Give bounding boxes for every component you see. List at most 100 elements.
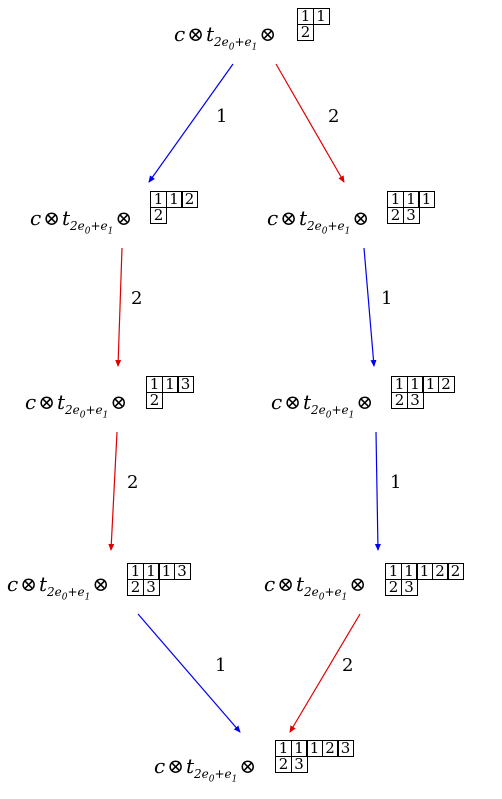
symbol-c: c <box>267 206 279 230</box>
tableau-cell: 3 <box>142 578 160 596</box>
node-label-top: c⊗t2e0+e1⊗ <box>174 24 278 52</box>
symbol-c: c <box>25 390 37 414</box>
tableau-cell: 1 <box>161 376 179 393</box>
node-label-r2: c⊗t2e0+e1⊗ <box>271 392 375 420</box>
subscript-weight: 2e0+e1 <box>307 219 351 237</box>
tableau-cell: 3 <box>337 740 354 757</box>
tableau-cell: 1 <box>391 376 408 393</box>
edge-label-top-r1: 2 <box>328 106 340 127</box>
edge-l3-bottom <box>137 613 241 733</box>
tableau-cell: 2 <box>150 206 167 224</box>
edge-label-l3-bottom: 1 <box>215 655 227 676</box>
edge-top-r1 <box>275 63 345 183</box>
tensor-symbol: ⊗ <box>20 572 37 596</box>
tensor-symbol: ⊗ <box>259 22 277 46</box>
tableau-cell: 3 <box>173 563 191 580</box>
edge-top-l1 <box>148 63 234 183</box>
symbol-t: t <box>61 206 71 230</box>
tableau-cell: 1 <box>406 376 424 393</box>
tensor-symbol: ⊗ <box>187 22 204 46</box>
node-label-r1: c⊗t2e0+e1⊗ <box>267 208 371 236</box>
edge-label-r2-r3: 1 <box>390 472 402 493</box>
tableau-cell: 1 <box>385 563 402 580</box>
subscript-weight: 2e0+e1 <box>311 403 355 421</box>
tableau-cell: 1 <box>158 563 175 580</box>
symbol-c: c <box>264 572 276 596</box>
symbol-c: c <box>7 572 19 596</box>
edge-r3-bottom <box>289 613 361 733</box>
tableau-cell: 2 <box>437 376 455 393</box>
symbol-t: t <box>295 572 305 596</box>
symbol-c: c <box>30 206 42 230</box>
tableau-cell: 1 <box>297 8 314 25</box>
tensor-symbol: ⊗ <box>349 572 367 596</box>
node-label-l3: c⊗t2e0+e1⊗ <box>7 574 111 602</box>
edge-l1-l2 <box>115 247 123 367</box>
subscript-weight: 2e0+e1 <box>65 403 109 421</box>
tensor-symbol: ⊗ <box>284 390 301 414</box>
symbol-t: t <box>56 390 66 414</box>
edge-r2-r3 <box>374 431 381 551</box>
tableau-cell: 2 <box>181 191 198 208</box>
symbol-c: c <box>154 754 166 778</box>
tensor-symbol: ⊗ <box>239 754 257 778</box>
tableau-cell: 1 <box>165 191 183 208</box>
subscript-weight: 2e0+e1 <box>70 219 114 237</box>
subscript-weight: 2e0+e1 <box>304 585 348 603</box>
tensor-symbol: ⊗ <box>280 206 297 230</box>
tableau-cell: 1 <box>127 563 144 580</box>
edge-r1-r2 <box>363 247 377 367</box>
tableau-cell: 1 <box>146 376 163 393</box>
tableau-cell: 3 <box>400 578 418 596</box>
tableau-cell: 3 <box>290 755 308 773</box>
tableau-cell: 3 <box>406 391 424 409</box>
tableau-cell: 1 <box>402 191 420 208</box>
symbol-t: t <box>298 206 308 230</box>
tensor-symbol: ⊗ <box>43 206 60 230</box>
tableau-cell: 2 <box>387 206 404 224</box>
symbol-t: t <box>185 754 195 778</box>
edge-label-r3-bottom: 2 <box>342 655 354 676</box>
tableau-cell: 1 <box>416 563 433 580</box>
node-label-l1: c⊗t2e0+e1⊗ <box>30 208 134 236</box>
symbol-c: c <box>174 22 186 46</box>
tableau-cell: 1 <box>422 376 439 393</box>
tableau-cell: 2 <box>447 563 464 580</box>
edge-label-top-l1: 1 <box>216 106 228 127</box>
tableau-cell: 1 <box>418 191 435 208</box>
tableau-cell: 1 <box>275 740 292 757</box>
edge-label-r1-r2: 1 <box>381 288 393 309</box>
subscript-weight: 2e0+e1 <box>47 585 91 603</box>
tensor-symbol: ⊗ <box>92 572 110 596</box>
tableau-cell: 2 <box>391 391 408 409</box>
tensor-symbol: ⊗ <box>115 206 133 230</box>
tableau-cell: 2 <box>146 391 163 409</box>
tensor-symbol: ⊗ <box>38 390 55 414</box>
tableau-cell: 2 <box>127 578 144 596</box>
tableau-cell: 1 <box>400 563 418 580</box>
subscript-weight: 2e0+e1 <box>214 35 258 53</box>
tensor-symbol: ⊗ <box>110 390 128 414</box>
tableau-cell: 1 <box>387 191 404 208</box>
edge-l2-l3 <box>108 431 118 551</box>
edge-label-l1-l2: 2 <box>131 288 143 309</box>
tableau-cell: 1 <box>150 191 167 208</box>
tableau-cell: 3 <box>402 206 420 224</box>
symbol-t: t <box>302 390 312 414</box>
tensor-symbol: ⊗ <box>356 390 374 414</box>
tableau-cell: 2 <box>275 755 292 773</box>
symbol-t: t <box>38 572 48 596</box>
tableau-cell: 1 <box>306 740 323 757</box>
symbol-c: c <box>271 390 283 414</box>
tableau-cell: 2 <box>297 23 314 41</box>
tensor-symbol: ⊗ <box>167 754 184 778</box>
tensor-symbol: ⊗ <box>352 206 370 230</box>
symbol-t: t <box>205 22 215 46</box>
node-label-l2: c⊗t2e0+e1⊗ <box>25 392 129 420</box>
tensor-symbol: ⊗ <box>277 572 294 596</box>
tableau-cell: 1 <box>142 563 160 580</box>
subscript-weight: 2e0+e1 <box>194 767 238 785</box>
tableau-cell: 2 <box>431 563 449 580</box>
